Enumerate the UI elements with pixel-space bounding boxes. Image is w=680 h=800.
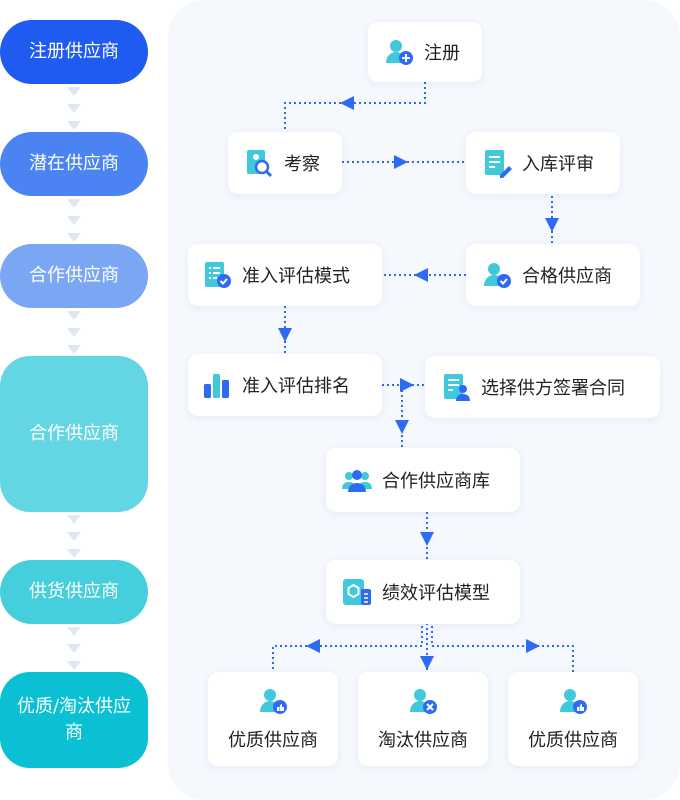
node-access-model: 准入评估模式 — [188, 244, 382, 306]
node-label: 注册 — [424, 43, 460, 64]
node-ranking: 准入评估排名 — [188, 354, 382, 416]
chevron-down-icon — [67, 311, 81, 320]
stage-potential: 潜在供应商 — [0, 132, 148, 196]
node-review: 入库评审 — [466, 132, 620, 194]
stage-label: 注册供应商 — [29, 41, 119, 62]
model-icon — [343, 579, 371, 605]
chevron-down-icon — [67, 199, 81, 208]
chevron-down-icon — [67, 515, 81, 524]
node-label: 选择供方签署合同 — [481, 378, 625, 399]
chevron-down-icon — [67, 532, 81, 541]
node-label: 入库评审 — [522, 154, 594, 175]
arrow-head — [414, 268, 428, 282]
checklist-icon — [205, 262, 231, 288]
node-performance: 绩效评估模型 — [326, 560, 520, 624]
chevron-down-icon — [67, 87, 81, 96]
stage-cooperative: 合作供应商 — [0, 244, 148, 308]
node-label: 准入评估模式 — [242, 266, 350, 287]
arrow-head — [526, 639, 540, 653]
chevron-down-icon — [67, 627, 81, 636]
users-group-icon — [342, 470, 372, 492]
chevron-down-icon — [67, 644, 81, 653]
node-library: 合作供应商库 — [326, 448, 520, 512]
arrow-head — [420, 532, 434, 546]
stage-label: 供货供应商 — [29, 581, 119, 602]
stage-label: 合作供应商 — [29, 265, 119, 286]
node-label: 准入评估排名 — [242, 376, 350, 397]
node-label: 优质供应商 — [228, 730, 318, 751]
node-contract: 选择供方签署合同 — [425, 356, 660, 418]
document-search-icon — [247, 150, 273, 178]
user-like-icon — [560, 689, 587, 714]
document-edit-icon — [485, 150, 512, 178]
chevron-down-icon — [67, 233, 81, 242]
user-remove-icon — [410, 689, 437, 714]
chevron-down-icon — [67, 345, 81, 354]
arrow-head — [400, 378, 414, 392]
chevron-down-icon — [67, 328, 81, 337]
node-quality-2: 优质供应商 — [508, 672, 638, 766]
node-label: 考察 — [284, 154, 320, 175]
arrow-head — [420, 656, 434, 670]
user-add-icon — [386, 40, 413, 65]
chevron-down-icon — [67, 661, 81, 670]
bar-chart-icon — [204, 374, 229, 398]
connector-performance-quality1 — [272, 626, 423, 672]
arrow-head — [340, 96, 354, 110]
chevron-down-icon — [67, 549, 81, 558]
stage-register: 注册供应商 — [0, 20, 148, 84]
chevron-down-icon — [67, 216, 81, 225]
node-label: 合作供应商库 — [382, 471, 490, 492]
stage-cooperative-2: 合作供应商 — [0, 356, 148, 512]
user-like-icon — [260, 689, 287, 714]
node-label: 绩效评估模型 — [382, 583, 490, 604]
connector-performance-quality2 — [431, 626, 574, 672]
arrow-head — [306, 639, 320, 653]
stage-quality-eliminate: 优质/淘汰供应商 — [0, 672, 148, 768]
stage-label: 潜在供应商 — [29, 153, 119, 174]
connector-register-inspect — [284, 82, 426, 132]
arrow-head — [545, 218, 559, 232]
user-check-icon — [484, 263, 511, 288]
arrow-head — [395, 420, 409, 434]
node-qualified: 合格供应商 — [466, 244, 640, 306]
contract-user-icon — [444, 374, 470, 401]
node-label: 合格供应商 — [522, 266, 612, 287]
node-label: 淘汰供应商 — [378, 730, 468, 751]
chevron-down-icon — [67, 104, 81, 113]
stage-label: 优质/淘汰供应商 — [16, 696, 132, 743]
node-eliminate: 淘汰供应商 — [358, 672, 488, 766]
node-quality-1: 优质供应商 — [208, 672, 338, 766]
arrow-head — [394, 155, 408, 169]
node-label: 优质供应商 — [528, 730, 618, 751]
node-inspect: 考察 — [228, 132, 342, 194]
stage-supply: 供货供应商 — [0, 560, 148, 624]
chevron-down-icon — [67, 121, 81, 130]
arrow-head — [278, 328, 292, 342]
node-register: 注册 — [368, 22, 482, 82]
stage-label: 合作供应商 — [29, 423, 119, 444]
